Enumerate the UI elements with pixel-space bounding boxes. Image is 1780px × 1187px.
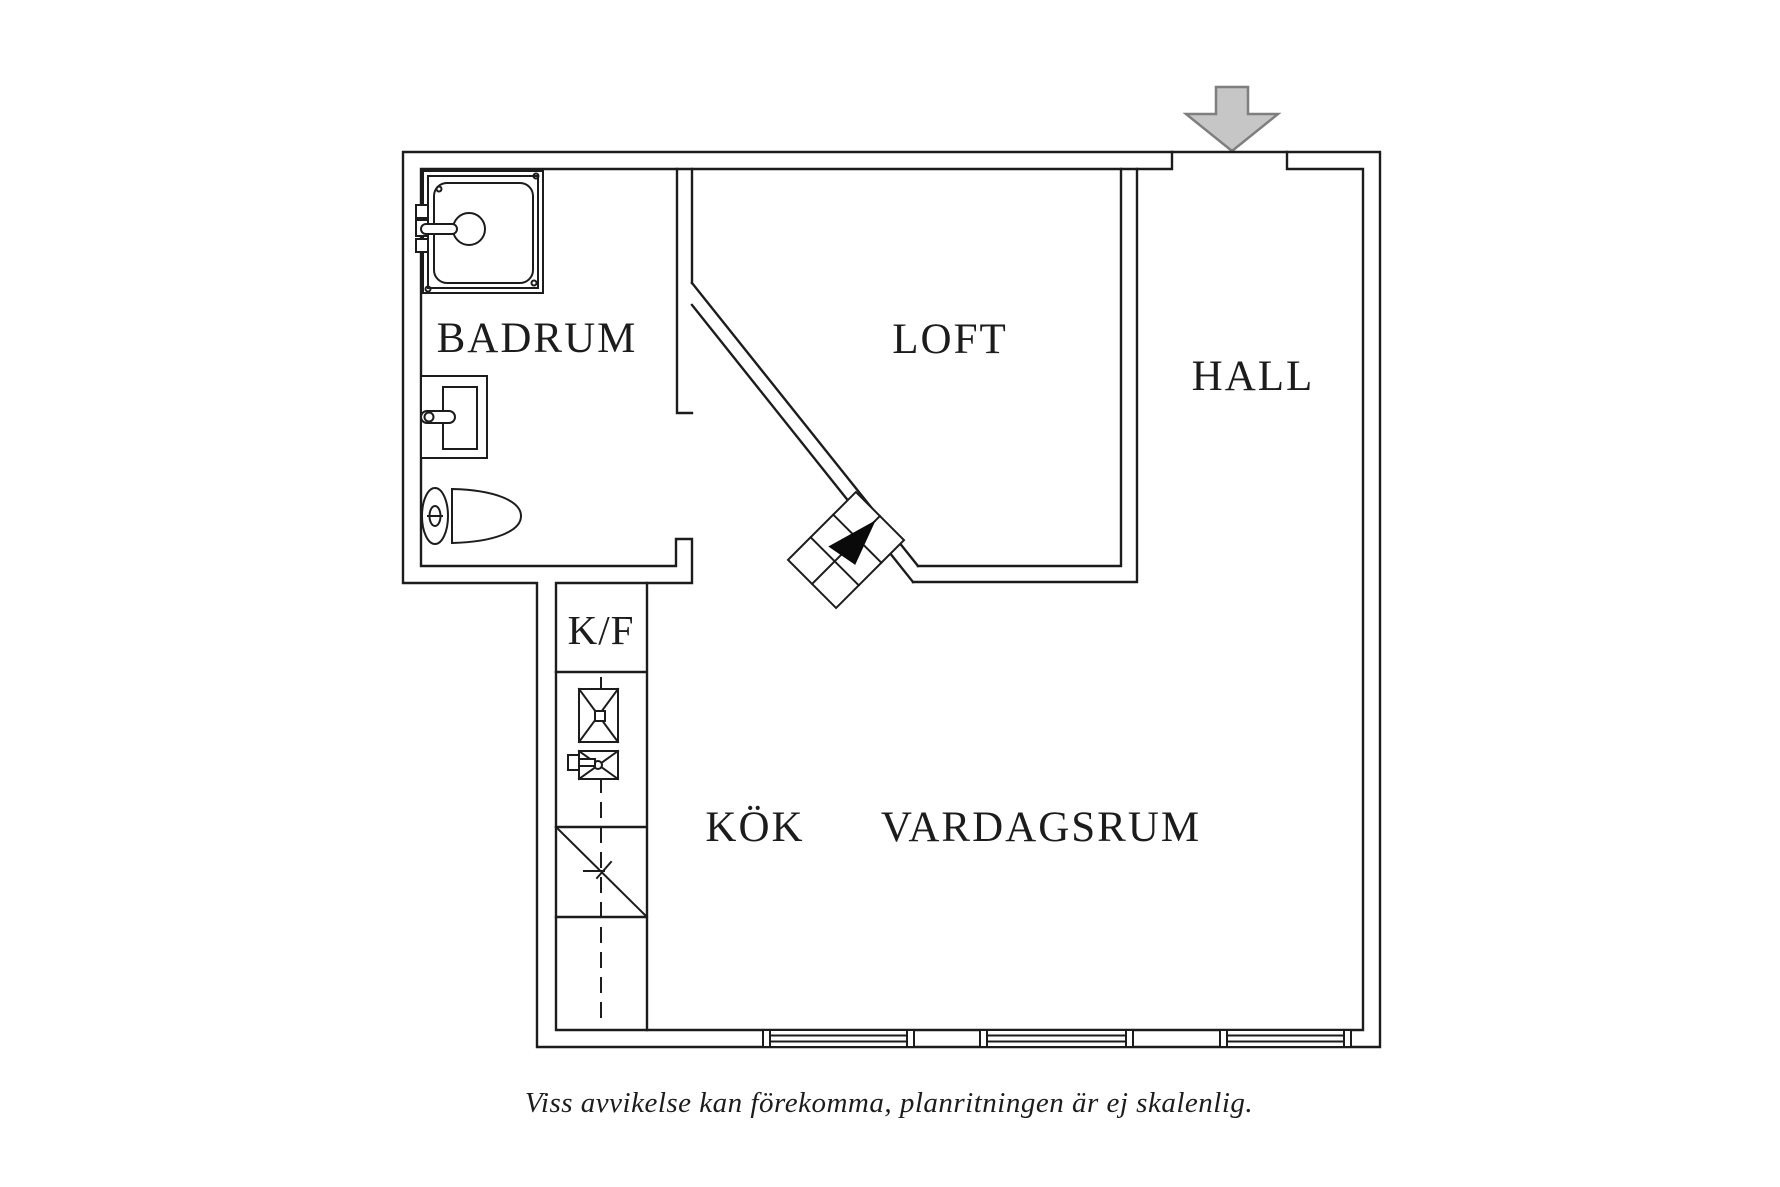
disclaimer-caption: Viss avvikelse kan förekomma, planritnin… xyxy=(525,1087,1253,1119)
kitchen-sink-icon xyxy=(567,687,620,781)
window-icon-1 xyxy=(762,1029,915,1048)
stairs-up-arrow xyxy=(828,520,876,565)
window-icon-2 xyxy=(979,1029,1134,1048)
outer-wall xyxy=(401,150,1382,1049)
loft-walls xyxy=(911,167,1139,584)
fridge-freezer-label: K/F xyxy=(568,607,635,653)
sink-icon xyxy=(420,375,488,459)
inner-wall xyxy=(419,150,1365,1032)
loft-room-label: LOFT xyxy=(892,316,1008,363)
toilet-icon xyxy=(421,487,523,545)
stairs-icon xyxy=(786,490,906,610)
badrum-loft-divider-wall xyxy=(675,167,694,415)
window-icon-3 xyxy=(1219,1029,1352,1048)
vardagsrum-room-label: VARDAGSRUM xyxy=(881,804,1201,851)
shower-handle xyxy=(420,223,458,235)
kitchen-faucet-icon xyxy=(567,754,580,771)
entry-arrow-icon xyxy=(1182,85,1282,153)
dishwasher-icon xyxy=(554,825,649,919)
counter-outline xyxy=(554,581,649,1032)
hall-room-label: HALL xyxy=(1192,353,1315,400)
kok-room-label: KÖK xyxy=(705,804,804,851)
badrum-room-label: BADRUM xyxy=(437,315,638,362)
kitchen-counter xyxy=(554,581,649,1032)
shower-icon xyxy=(415,170,544,294)
